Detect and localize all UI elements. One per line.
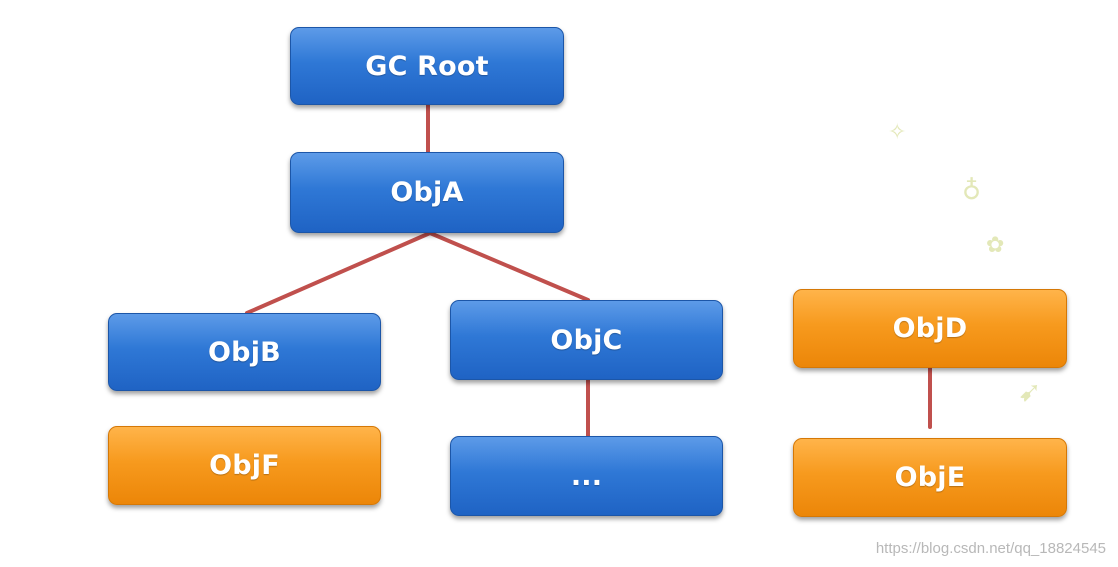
- edge-obja-objb: [245, 231, 432, 315]
- node-objd: ObjD: [793, 289, 1067, 368]
- doodle-arrow-icon: ➹: [1018, 375, 1042, 408]
- node-objf: ObjF: [108, 426, 381, 505]
- doodle-star-icon: ✧: [888, 120, 907, 145]
- doodle-leaf-icon: ♁: [962, 176, 982, 206]
- node-objc: ObjC: [450, 300, 723, 380]
- edge-obja-objc: [428, 231, 590, 302]
- watermark-url: https://blog.csdn.net/qq_18824545: [875, 540, 1106, 557]
- node-obje: ObjE: [793, 438, 1067, 517]
- node-obja: ObjA: [290, 152, 564, 233]
- doodle-flower-icon: ✿: [986, 233, 1005, 258]
- node-gc-root: GC Root: [290, 27, 564, 105]
- node-ellipsis: ...: [450, 436, 723, 516]
- node-objb: ObjB: [108, 313, 381, 391]
